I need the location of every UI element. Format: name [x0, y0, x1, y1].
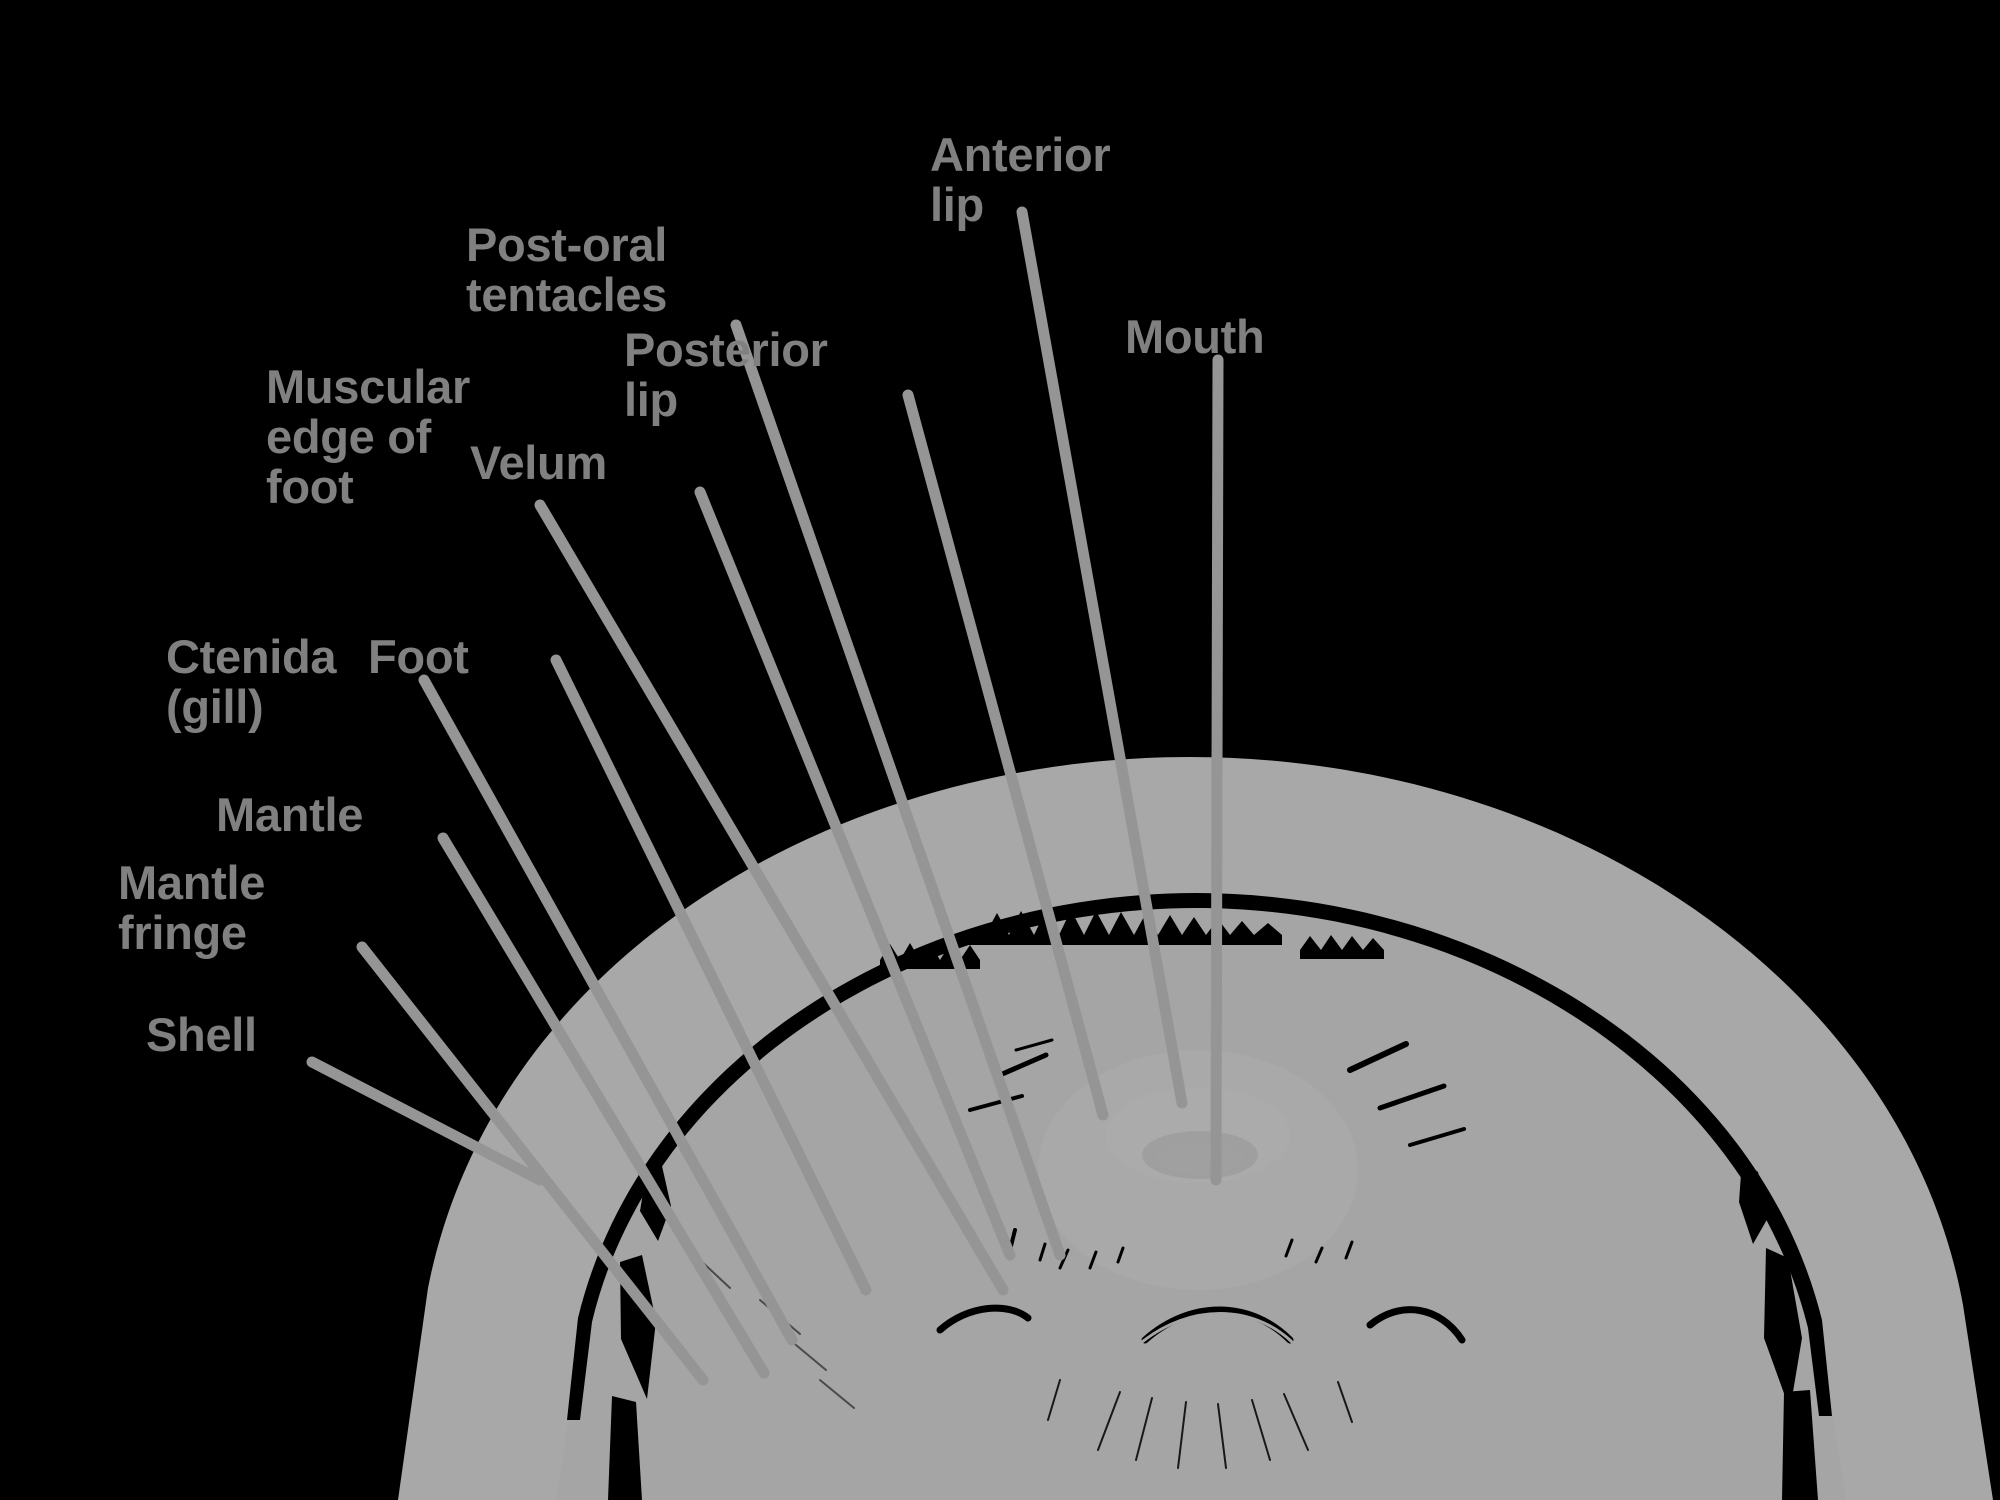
leader-lines: [306, 206, 1224, 1386]
label-muscular-edge-of-foot: Muscular edge of foot: [266, 360, 470, 513]
label-post-oral-tentacles: Post-oral tentacles: [466, 218, 668, 321]
label-posterior-lip: Posterior lip: [624, 323, 828, 426]
label-anterior-lip: Anterior lip: [930, 128, 1111, 231]
leader-line-muscular-edge-of-foot: [534, 499, 1009, 1296]
leader-line-posterior-lip: [902, 389, 1109, 1121]
label-shell: Shell: [146, 1008, 257, 1061]
label-velum: Velum: [470, 436, 607, 489]
leader-line-mantle: [437, 832, 770, 1379]
leader-line-velum: [694, 486, 1016, 1261]
leader-line-shell: [306, 1056, 546, 1186]
mouth-complex: [699, 1038, 1466, 1469]
leader-line-anterior-lip: [1016, 206, 1188, 1109]
label-mouth: Mouth: [1125, 310, 1265, 363]
mantle-margin-shadow: [567, 893, 1832, 1500]
label-foot: Foot: [368, 630, 469, 683]
leader-line-foot: [550, 654, 872, 1296]
label-ctenida-gill: Ctenida (gill): [166, 630, 337, 733]
leader-line-mantle-fringe: [356, 941, 709, 1386]
leader-line-post-oral-tentacles: [730, 319, 1066, 1261]
label-mantle-fringe: Mantle fringe: [118, 856, 266, 959]
label-mantle: Mantle: [216, 788, 364, 841]
leader-line-ctenida-gill: [418, 674, 798, 1346]
leader-line-mouth: [1210, 354, 1224, 1186]
